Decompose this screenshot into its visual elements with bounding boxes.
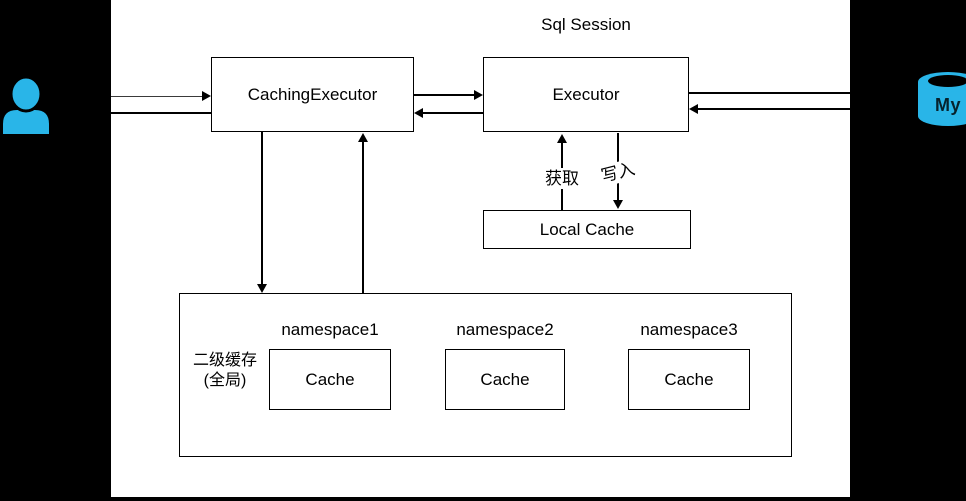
edge-cachingexecutor-to-executor-arrowhead xyxy=(474,90,483,100)
edge-user-to-cachingexecutor-line xyxy=(111,96,202,97)
edge-cachingexecutor-to-executor-line xyxy=(414,94,474,96)
edge-executor-to-localcache-arrowhead xyxy=(613,200,623,209)
namespace1-label: namespace1 xyxy=(281,320,379,339)
edge-secondlevelcache-to-cachingexecutor-line xyxy=(362,142,364,293)
fetch-edge-label: 获取 xyxy=(540,168,584,189)
second-level-cache-label: 二级缓存 (全局) xyxy=(179,351,271,391)
node-cache-namespace1: Cache xyxy=(269,349,391,410)
edge-cachingexecutor-to-user-line xyxy=(111,112,211,114)
node-executor: Executor xyxy=(483,57,689,132)
edge-executor-to-cachingexecutor-arrowhead xyxy=(414,108,423,118)
edge-cachingexecutor-to-secondlevelcache-line xyxy=(261,132,263,284)
node-cache-namespace3: Cache xyxy=(628,349,750,410)
node-cache-namespace2-label: Cache xyxy=(480,369,530,389)
edge-localcache-to-executor-arrowhead xyxy=(557,134,567,143)
edge-cachingexecutor-to-secondlevelcache-arrowhead xyxy=(257,284,267,293)
user-icon-body xyxy=(3,110,49,134)
user-icon xyxy=(3,76,49,134)
node-executor-label: Executor xyxy=(552,84,620,104)
db-cylinder-opening xyxy=(928,75,966,87)
sql-session-label: Sql Session xyxy=(541,15,631,34)
node-cache-namespace3-label: Cache xyxy=(664,369,714,389)
edge-database-to-executor-arrowhead xyxy=(689,104,698,114)
node-caching-executor-label: CachingExecutor xyxy=(247,84,378,104)
second-level-cache-label-line1: 二级缓存 xyxy=(192,352,257,369)
node-local-cache-label: Local Cache xyxy=(539,219,635,239)
node-caching-executor: CachingExecutor xyxy=(211,57,414,132)
edge-executor-to-cachingexecutor-line xyxy=(423,112,483,114)
node-cache-namespace1-label: Cache xyxy=(305,369,355,389)
node-local-cache: Local Cache xyxy=(483,210,691,249)
mysql-database-icon: My xyxy=(918,72,966,126)
edge-database-to-executor-line xyxy=(698,108,850,110)
db-label: My xyxy=(935,95,961,115)
edge-secondlevelcache-to-cachingexecutor-arrowhead xyxy=(358,133,368,142)
edge-executor-to-database-line xyxy=(689,92,850,94)
namespace3-label: namespace3 xyxy=(640,320,738,339)
edge-user-to-cachingexecutor-arrowhead xyxy=(202,91,211,101)
user-icon-head xyxy=(9,76,43,113)
second-level-cache-label-line2: (全局) xyxy=(203,372,247,389)
node-cache-namespace2: Cache xyxy=(445,349,565,410)
namespace2-label: namespace2 xyxy=(456,320,554,339)
